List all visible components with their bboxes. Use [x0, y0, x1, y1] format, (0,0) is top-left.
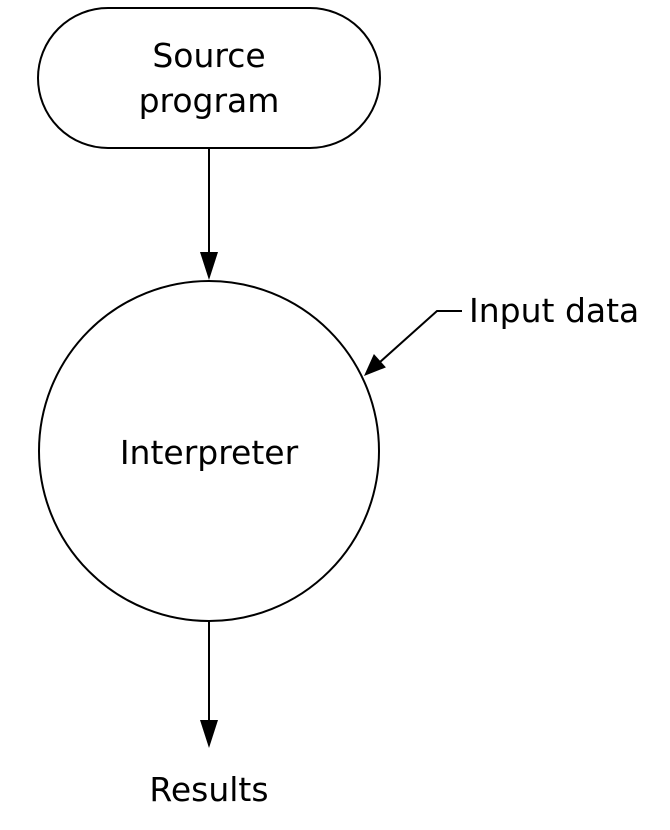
- results-label: Results: [149, 770, 268, 809]
- input-data-label: Input data: [469, 291, 639, 330]
- source-program-node: Source program: [37, 7, 381, 149]
- interpreter-label: Interpreter: [120, 433, 299, 472]
- arrow-input-data: [364, 310, 462, 376]
- interpreter-node: Interpreter: [38, 280, 380, 622]
- source-program-label-line1: Source: [152, 36, 265, 75]
- source-program-label-line2: program: [139, 81, 280, 120]
- arrow-interpreter-to-results: [200, 621, 218, 748]
- source-program-shape: [37, 7, 381, 149]
- arrow-source-to-interpreter: [200, 148, 218, 280]
